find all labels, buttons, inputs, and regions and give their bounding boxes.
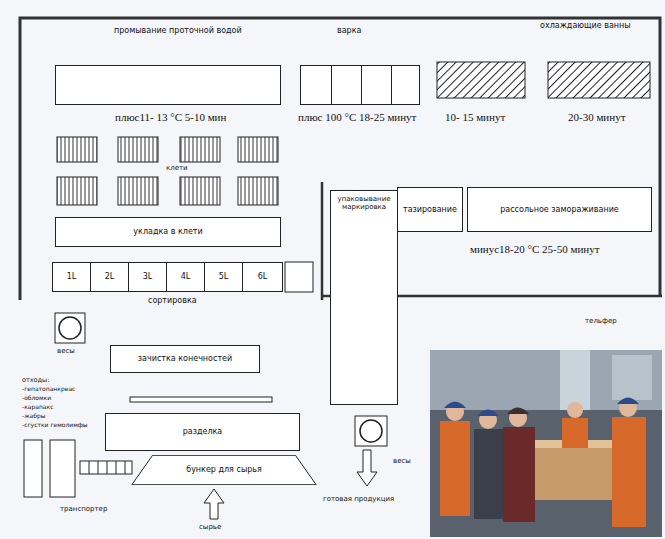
box-label: 5L — [219, 272, 229, 281]
hopper: бункер для сырья — [130, 455, 318, 485]
sorting-cell — [285, 262, 313, 292]
process-box: рассольное замораживание — [467, 187, 652, 232]
scale-label: весы — [57, 348, 75, 356]
sorting-cell: 4L — [166, 262, 205, 292]
box-label: рассольное замораживание — [500, 205, 619, 214]
time-note: 20-30 минут — [568, 111, 625, 123]
cooker-box: варка — [300, 65, 420, 105]
section-divider — [331, 66, 332, 104]
table — [130, 397, 272, 402]
sorting-cell: 2L — [90, 262, 129, 292]
conveyor — [24, 440, 42, 497]
sorting-cell: 3L — [128, 262, 167, 292]
box-label: укладка в клети — [133, 227, 202, 236]
waste-item: -гепатопанкреас — [22, 386, 75, 393]
sorting-cell: 5L — [204, 262, 243, 292]
cooling-bath — [548, 62, 650, 98]
area-label: охлаждающие ванны — [540, 22, 631, 31]
process-box: тазирование — [397, 187, 463, 232]
box-label: 6L — [258, 272, 268, 281]
section-divider — [391, 66, 392, 104]
waste-item: -сгустки гемолимфы — [22, 422, 88, 429]
box-label: 2L — [105, 272, 115, 281]
box-label: 1L — [67, 272, 77, 281]
box-label: разделка — [183, 427, 223, 436]
temperature-note: минус18-20 °C 25-50 минут — [470, 243, 599, 255]
photo — [430, 350, 662, 537]
process-box: разделка — [105, 413, 300, 451]
scale-label: весы — [393, 458, 411, 466]
waste-item: -карапакс — [22, 404, 53, 411]
process-box: промывание проточной водой — [55, 65, 281, 105]
hoist-label: тельфер — [585, 318, 617, 326]
process-box: упаковывание маркировка — [330, 190, 398, 405]
conveyor-label: транспортер — [60, 506, 107, 514]
scale-symbol — [360, 420, 382, 442]
cooling-bath — [437, 62, 525, 98]
box-heading: варка — [337, 26, 361, 35]
box-label: зачистка конечностей — [138, 354, 232, 363]
process-box: зачистка конечностей — [110, 345, 260, 373]
scale-symbol — [55, 313, 85, 343]
temperature-note: плюс 100 °C 18-25 минут — [298, 111, 416, 123]
area-label: сортировка — [148, 297, 197, 306]
box-label: 3L — [143, 272, 153, 281]
waste-item: -обломки — [22, 395, 51, 402]
scale-symbol — [355, 416, 387, 446]
wall — [321, 182, 324, 300]
box-label: 4L — [181, 272, 191, 281]
area-label: клети — [166, 165, 188, 173]
box-label: упаковывание маркировка — [331, 195, 397, 211]
input-label: сырье — [199, 524, 221, 532]
section-divider — [361, 66, 362, 104]
waste-title: отходы: — [22, 377, 49, 384]
output-label: готовая продукция — [323, 496, 394, 504]
sorting-cell: 6L — [242, 262, 283, 292]
cages — [57, 137, 278, 205]
box-heading: промывание проточной водой — [114, 26, 242, 35]
sorting-cell: 1L — [52, 262, 91, 292]
output-arrow — [357, 450, 377, 486]
time-note: 10- 15 минут — [445, 111, 505, 123]
input-arrow — [204, 489, 224, 519]
conveyor-rollers — [80, 461, 132, 474]
box-label: бункер для сырья — [186, 465, 262, 474]
waste-item: -жабры — [22, 413, 46, 420]
hopper-outline — [132, 455, 316, 484]
scale-symbol — [59, 317, 81, 339]
conveyor — [50, 440, 75, 497]
box-label: тазирование — [403, 205, 457, 214]
process-box: укладка в клети — [55, 217, 281, 247]
temperature-note: плюс11- 13 °C 5-10 мин — [115, 111, 226, 123]
